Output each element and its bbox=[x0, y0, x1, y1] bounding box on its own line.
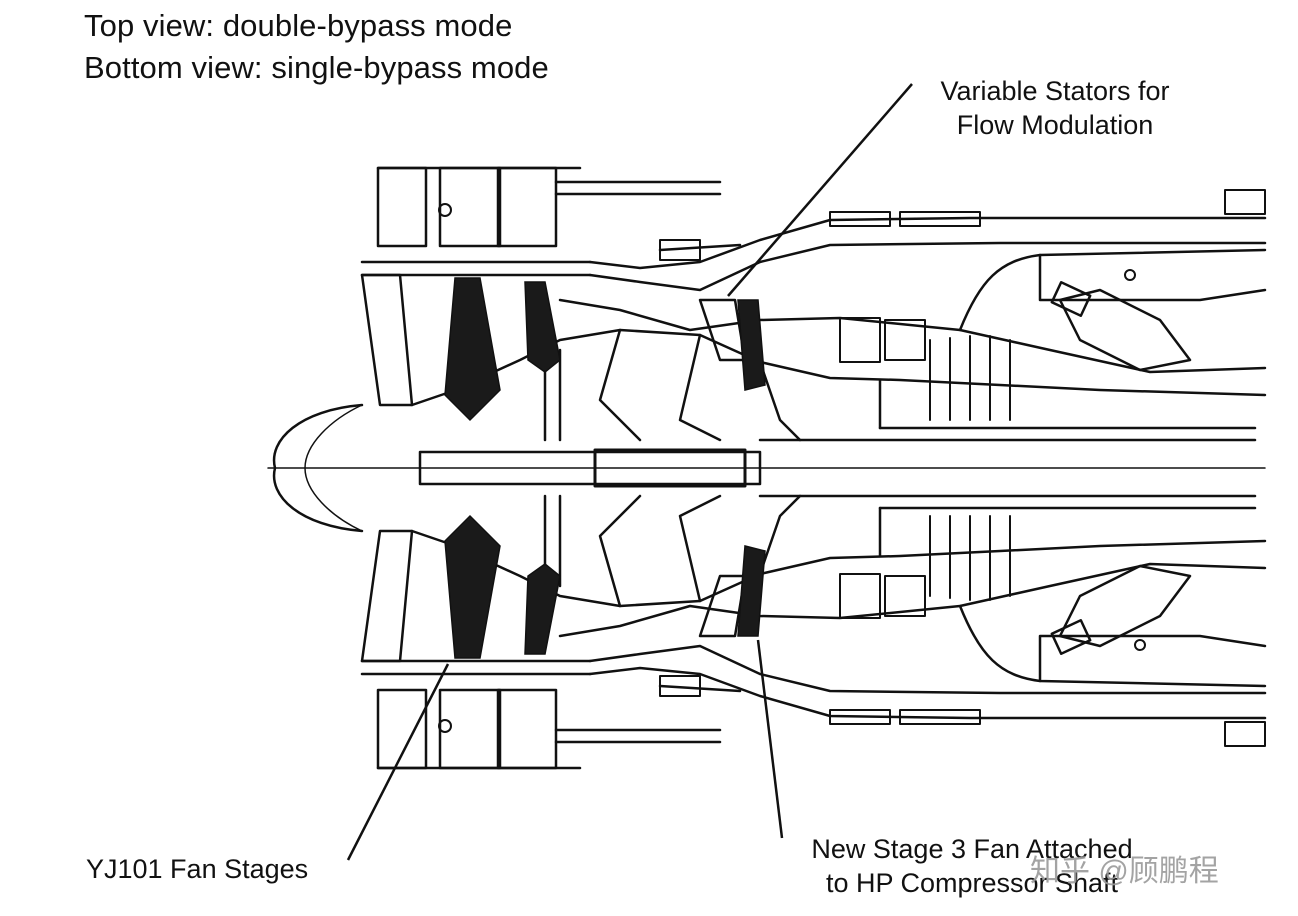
fan-frame-bottom bbox=[360, 644, 1267, 770]
combustor-bottom bbox=[1050, 564, 1192, 655]
callout-variable-stators-line1: Variable Stators for bbox=[940, 76, 1170, 106]
stage3-fan-blade-bottom bbox=[737, 545, 766, 637]
hp-compressor-bottom bbox=[839, 515, 1011, 619]
callout-new-stage3-fan: New Stage 3 Fan Attached to HP Compresso… bbox=[772, 832, 1172, 900]
watermark: 知乎 @顾鹏程 bbox=[1030, 855, 1219, 888]
leader-line-fan-stages bbox=[346, 663, 450, 861]
leader-line-variable-stators bbox=[727, 83, 913, 297]
actuators bbox=[438, 189, 1266, 747]
main-shaft bbox=[418, 426, 1257, 510]
fan-blade-stage2-top bbox=[524, 281, 561, 373]
combustor-top bbox=[1050, 281, 1192, 372]
callout-new-stage3-fan-line2: to HP Compressor Shaft bbox=[825, 868, 1119, 898]
fan-blade-stage1-top bbox=[444, 277, 501, 422]
nose-cone bbox=[272, 403, 364, 533]
fan-frame-top bbox=[360, 166, 1267, 292]
callout-fan-stages: YJ101 Fan Stages bbox=[86, 854, 309, 884]
fan-blade-stage1-bottom bbox=[444, 514, 501, 659]
mode-label-top-view: Top view: double-bypass mode bbox=[84, 8, 513, 43]
fan-blade-stage2-bottom bbox=[524, 563, 561, 655]
stage3-fan-blade-top bbox=[737, 299, 766, 391]
callout-new-stage3-fan-line1: New Stage 3 Fan Attached bbox=[811, 834, 1133, 864]
leader-line-stage3-fan bbox=[756, 639, 784, 839]
callout-variable-stators-line2: Flow Modulation bbox=[956, 110, 1154, 140]
hp-compressor-top bbox=[839, 317, 1011, 421]
callout-variable-stators: Variable Stators for Flow Modulation bbox=[905, 74, 1205, 142]
mode-label-bottom-view: Bottom view: single-bypass mode bbox=[84, 50, 549, 85]
rotor-disks bbox=[543, 328, 882, 608]
